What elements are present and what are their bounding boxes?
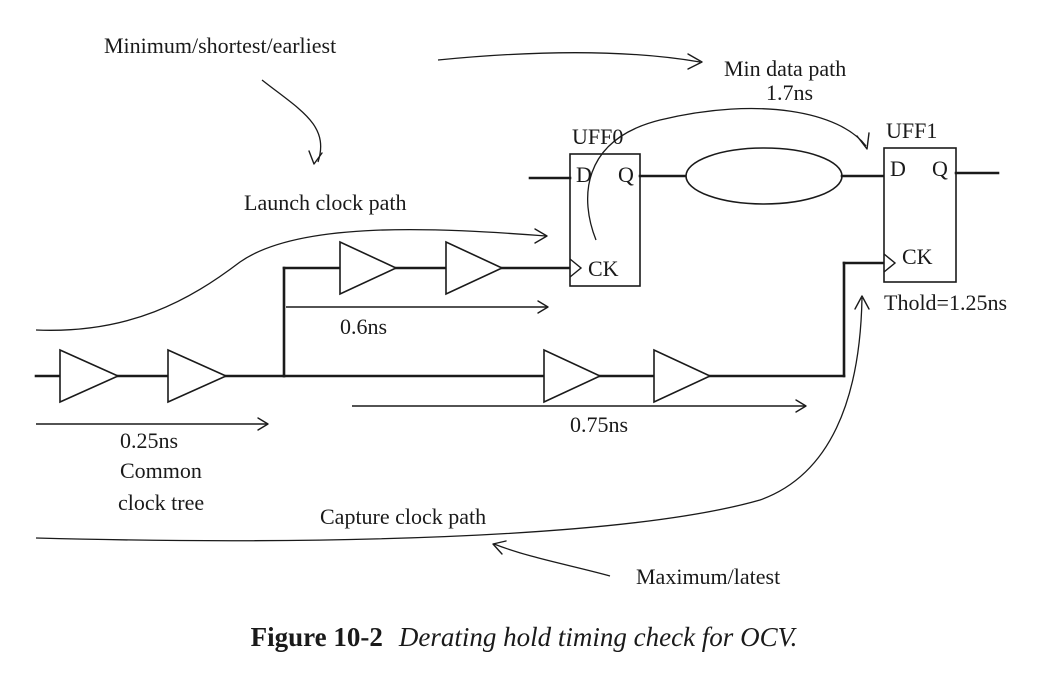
min-data-delay-label: 1.7ns bbox=[766, 80, 813, 105]
min-note-arrow bbox=[261, 79, 322, 163]
capture-buffer-2 bbox=[653, 348, 712, 404]
max-note-arrow bbox=[493, 543, 611, 577]
capture-clock-path-arrowhead bbox=[854, 295, 870, 310]
uff0-d-pin: D bbox=[576, 162, 592, 187]
uff0-clock-triangle bbox=[569, 258, 583, 278]
min-data-path-arrowhead bbox=[856, 132, 870, 150]
uff0-name: UFF0 bbox=[572, 124, 623, 149]
figure-caption: Figure 10-2 Derating hold timing check fo… bbox=[0, 622, 1048, 653]
min-note-arrow-2 bbox=[437, 52, 701, 63]
launch-delay-arrowhead bbox=[537, 300, 549, 314]
uff1-flipflop bbox=[883, 147, 957, 283]
launch-clock-path-curve bbox=[35, 228, 547, 331]
common-buffer-1 bbox=[59, 348, 120, 404]
common-tree-label-1: Common bbox=[120, 458, 202, 483]
capture-buffer-1 bbox=[543, 348, 602, 404]
thold-label: Thold=1.25ns bbox=[884, 290, 1007, 315]
uff0-q-pin: Q bbox=[618, 162, 634, 187]
common-delay-arrowhead bbox=[257, 417, 269, 431]
capture-delay-arrowhead bbox=[795, 399, 807, 413]
uff1-clock-triangle bbox=[883, 253, 897, 273]
common-tree-label-2: clock tree bbox=[118, 490, 204, 515]
max-note-label: Maximum/latest bbox=[636, 564, 780, 589]
min-data-path-curve bbox=[587, 107, 867, 241]
launch-buffer-1 bbox=[339, 240, 398, 296]
common-buffer-2 bbox=[167, 348, 228, 404]
uff0-ck-pin: CK bbox=[588, 256, 619, 281]
launch-delay-label: 0.6ns bbox=[340, 314, 387, 339]
min-note-arrowhead-2 bbox=[687, 53, 703, 70]
max-note-arrowhead bbox=[492, 540, 507, 555]
capture-path-label: Capture clock path bbox=[320, 504, 486, 529]
min-note-arrowhead bbox=[308, 150, 323, 165]
common-delay-label: 0.25ns bbox=[120, 428, 178, 453]
capture-delay-label: 0.75ns bbox=[570, 412, 628, 437]
launch-buffer-2 bbox=[445, 240, 504, 296]
min-note-label: Minimum/shortest/earliest bbox=[104, 33, 336, 58]
uff1-d-pin: D bbox=[890, 156, 906, 181]
capture-clock-path-curve bbox=[35, 297, 863, 542]
uff0-flipflop bbox=[569, 153, 641, 287]
combinational-logic-cloud bbox=[685, 147, 843, 205]
min-data-path-label: Min data path bbox=[724, 56, 846, 81]
figure-number: Figure 10-2 bbox=[250, 622, 383, 652]
launch-path-label: Launch clock path bbox=[244, 190, 407, 215]
launch-clock-path-arrowhead bbox=[534, 228, 548, 244]
uff1-ck-pin: CK bbox=[902, 244, 933, 269]
uff1-q-pin: Q bbox=[932, 156, 948, 181]
figure-caption-text: Derating hold timing check for OCV. bbox=[398, 622, 798, 652]
uff1-name: UFF1 bbox=[886, 118, 937, 143]
